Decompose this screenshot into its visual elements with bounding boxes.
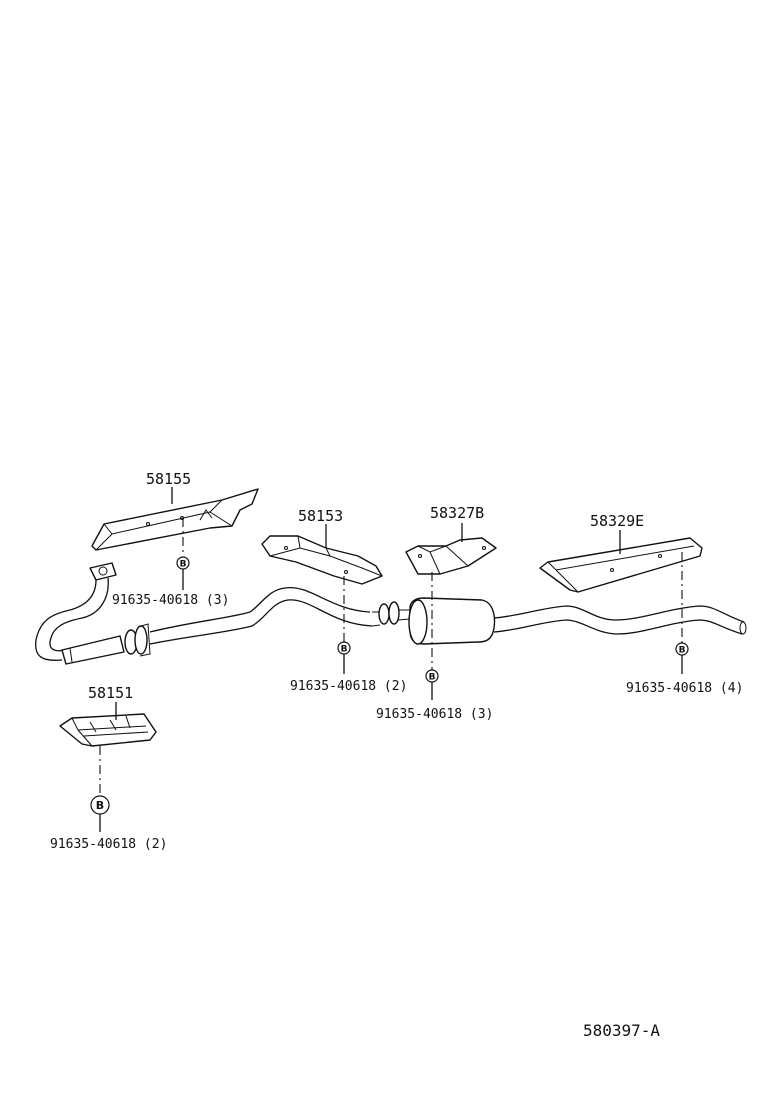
svg-text:B: B bbox=[429, 673, 436, 683]
svg-text:B: B bbox=[341, 645, 348, 655]
exhaust-pipe-assembly bbox=[34, 562, 747, 665]
fastener-callout: 91635-40618 (2) bbox=[290, 679, 407, 694]
bolt-marker: B bbox=[176, 556, 190, 570]
svg-text:B: B bbox=[679, 646, 686, 656]
heat-insulator-58151[interactable]: 58151 bbox=[59, 684, 157, 747]
part-number-58327b: 58327B bbox=[430, 504, 484, 522]
fastener-callout: 91635-40618 (3) bbox=[112, 593, 229, 608]
bolt-marker: B bbox=[425, 669, 439, 683]
fastener-callout: 91635-40618 (4) bbox=[626, 681, 743, 696]
heat-insulator-58329e[interactable]: 58329E bbox=[539, 512, 703, 593]
heat-insulator-58153[interactable]: 58153 bbox=[261, 507, 383, 585]
part-number-58153: 58153 bbox=[298, 507, 343, 525]
bolt-marker: B bbox=[675, 642, 689, 656]
fastener-callout: 91635-40618 (2) bbox=[50, 837, 167, 852]
bolt-marker: B bbox=[90, 795, 110, 815]
fastener-callout: 91635-40618 (3) bbox=[376, 707, 493, 722]
part-number-58329e: 58329E bbox=[590, 512, 644, 530]
diagram-reference-code: 580397-A bbox=[583, 1021, 660, 1040]
part-number-58155: 58155 bbox=[146, 470, 191, 488]
bolt-marker: B bbox=[337, 641, 351, 655]
svg-text:B: B bbox=[96, 799, 104, 812]
heat-insulator-58155[interactable]: 58155 bbox=[91, 470, 259, 551]
heat-insulator-58327b[interactable]: 58327B bbox=[405, 504, 497, 575]
part-number-58151: 58151 bbox=[88, 684, 133, 702]
svg-text:B: B bbox=[180, 560, 187, 570]
